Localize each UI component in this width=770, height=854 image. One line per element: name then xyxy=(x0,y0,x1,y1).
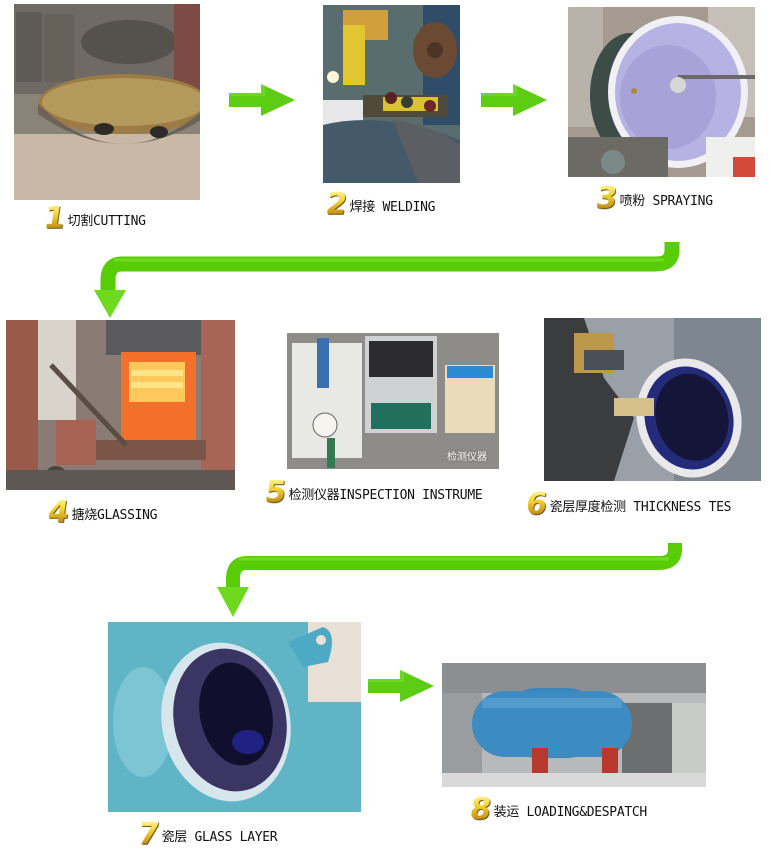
step-caption-4: 4 搪烧GLASSING xyxy=(45,495,158,530)
step-caption-7: 7 瓷层 GLASS LAYER xyxy=(135,817,278,852)
cutting-photo xyxy=(14,4,200,200)
step-label: 装运 LOADING&DESPATCH xyxy=(493,804,648,820)
arrow-right-icon xyxy=(481,84,547,116)
loading-despatch-photo xyxy=(442,663,706,787)
step-label: 瓷层厚度检测 THICKNESS TES xyxy=(549,499,732,515)
glass-layer-photo xyxy=(108,622,361,812)
step-number-badge: 3 xyxy=(593,181,620,216)
step-caption-2: 2 焊接 WELDING xyxy=(323,187,436,222)
step-caption-3: 3 喷粉 SPRAYING xyxy=(593,181,713,216)
inspection-instrument-photo: 检测仪器 xyxy=(287,333,499,469)
elbow-arrow-down-icon xyxy=(217,542,682,617)
step-label: 喷粉 SPRAYING xyxy=(619,193,713,209)
step-number-badge: 2 xyxy=(323,187,350,222)
welding-photo xyxy=(323,5,460,183)
step-number-badge: 7 xyxy=(135,817,162,852)
step-label: 瓷层 GLASS LAYER xyxy=(161,829,278,845)
step-number-badge: 4 xyxy=(45,495,72,530)
step-caption-5: 5 检测仪器INSPECTION INSTRUME xyxy=(262,475,483,510)
arrow-right-icon xyxy=(229,84,295,116)
step-caption-1: 1 切割CUTTING xyxy=(41,201,146,236)
instrument-overlay-label: 检测仪器 xyxy=(447,452,487,463)
step-caption-6: 6 瓷层厚度检测 THICKNESS TES xyxy=(523,487,732,522)
step-number-badge: 1 xyxy=(41,201,68,236)
elbow-arrow-down-icon xyxy=(94,242,680,318)
spraying-photo xyxy=(568,7,755,177)
thickness-test-photo xyxy=(544,318,761,481)
step-number-badge: 6 xyxy=(523,487,550,522)
step-label: 检测仪器INSPECTION INSTRUME xyxy=(288,487,483,503)
step-number-badge: 5 xyxy=(262,475,289,510)
arrow-right-icon xyxy=(368,670,434,702)
step-number-badge: 8 xyxy=(467,792,494,827)
glassing-furnace-photo xyxy=(6,320,235,490)
step-caption-8: 8 装运 LOADING&DESPATCH xyxy=(467,792,648,827)
step-label: 焊接 WELDING xyxy=(349,199,436,215)
step-label: 切割CUTTING xyxy=(67,213,146,229)
step-label: 搪烧GLASSING xyxy=(71,507,158,523)
